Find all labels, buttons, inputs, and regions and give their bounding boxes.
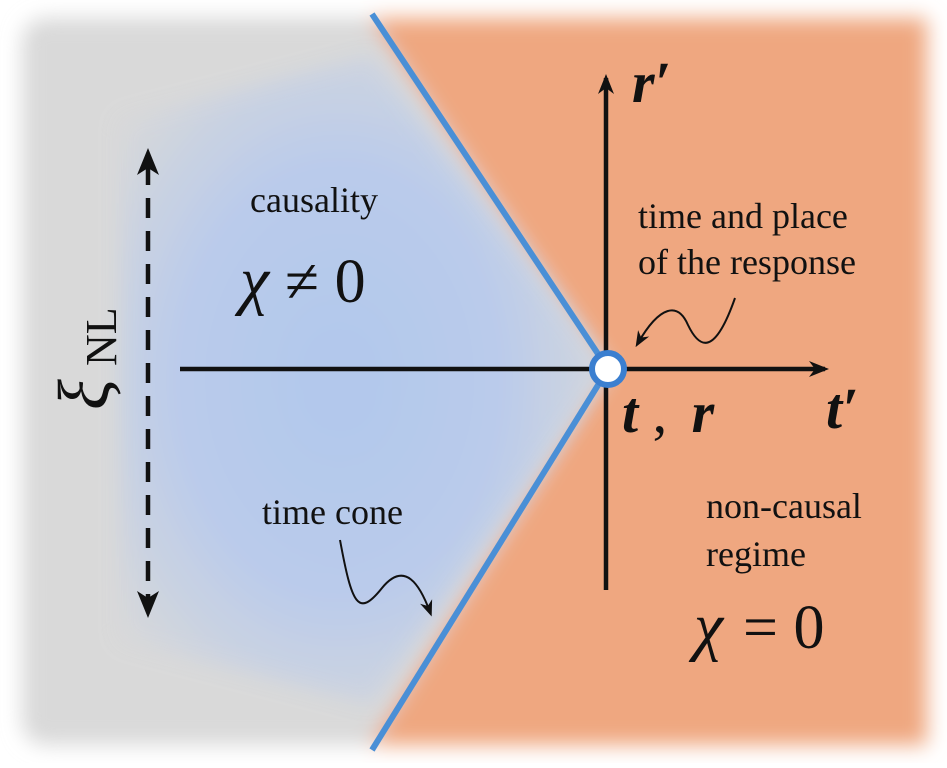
coord-t: t xyxy=(622,380,640,445)
time-cone-label: time cone xyxy=(262,492,403,532)
causality-label: causality xyxy=(250,180,378,220)
length-scale-label: ξ NL xyxy=(44,307,126,410)
coord-r: r xyxy=(692,380,715,445)
response-coordinates: t , r xyxy=(622,380,715,445)
causal-equation-rest: ≠ 0 xyxy=(285,248,366,316)
time-cone-pointer xyxy=(339,539,433,617)
noncausal-equation: χ = 0 xyxy=(688,590,825,663)
noncausal-label-line1: non-causal xyxy=(706,486,862,526)
response-point xyxy=(589,350,627,388)
cone-lower-line xyxy=(369,367,611,752)
response-label-line2: of the response xyxy=(638,242,856,282)
t-prime-label: t′ xyxy=(826,376,858,441)
cone-upper-line xyxy=(369,12,611,371)
length-scale-arrow-bottom xyxy=(137,591,159,618)
noncausal-chi-symbol: χ xyxy=(688,590,725,663)
xi-symbol: ξ xyxy=(44,379,124,410)
causal-region xyxy=(120,55,608,705)
r-prime-label: r′ xyxy=(632,50,671,115)
causal-chi-symbol: χ xyxy=(234,244,271,317)
length-scale-arrow-top xyxy=(137,148,159,175)
response-pointer xyxy=(635,297,736,348)
coord-sep: , xyxy=(653,380,668,445)
causal-equation: χ ≠ 0 xyxy=(234,244,366,317)
noncausal-equation-rest: = 0 xyxy=(743,594,824,662)
xi-subscript: NL xyxy=(77,307,126,366)
noncausal-label-line2: regime xyxy=(706,534,806,574)
response-label-line1: time and place xyxy=(638,196,848,236)
